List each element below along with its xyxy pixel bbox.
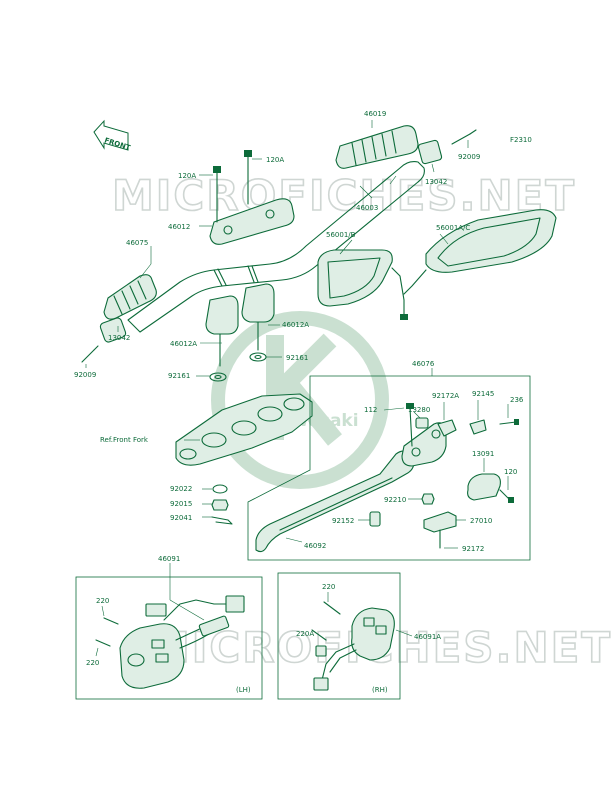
- cotter-pin-92041: [211, 516, 233, 525]
- label-220-rh: 220: [322, 583, 335, 591]
- label-120A-left: 120A: [178, 172, 196, 180]
- right-grip: [335, 125, 419, 169]
- bolt-120: [499, 489, 514, 503]
- label-92145: 92145: [472, 390, 494, 398]
- label-112: 112: [364, 406, 377, 414]
- bolt-92009-top: [451, 129, 477, 145]
- collar-92152: [369, 511, 381, 527]
- handlebar: [127, 161, 425, 333]
- washer-92022: [212, 484, 228, 494]
- front-arrow-icon: FRONT: [93, 119, 132, 152]
- watermark-top: MICROFICHES.NET: [112, 171, 576, 220]
- label-46076: 46076: [412, 360, 435, 368]
- label-92172: 92172: [462, 545, 484, 553]
- label-92161-left: 92161: [168, 372, 190, 380]
- label-46091: 46091: [158, 555, 180, 563]
- diagram-code: F2310: [510, 136, 532, 144]
- label-46012A-left: 46012A: [170, 340, 197, 348]
- label-13280: 13280: [408, 406, 430, 414]
- brake-switch-27010: [423, 511, 457, 549]
- nut-92015: [211, 499, 229, 511]
- label-220-lh-top: 220: [96, 597, 109, 605]
- label-92009-left: 92009: [74, 371, 96, 379]
- steering-stem-head: [175, 393, 313, 466]
- clamp-bolt-120A-left: [213, 166, 221, 223]
- rh-handlebar-switch: [313, 607, 395, 691]
- label-56001AC: 56001A/C: [436, 224, 470, 232]
- label-92015: 92015: [170, 500, 192, 508]
- label-lh: (LH): [236, 686, 251, 694]
- right-lever-assembly-box: [247, 375, 531, 561]
- left-grip: [103, 274, 157, 320]
- label-120A-right: 120A: [266, 156, 284, 164]
- mirror-right: [403, 209, 557, 295]
- label-13042-top: 13042: [425, 178, 447, 186]
- label-220-lh-bottom: 220: [86, 659, 99, 667]
- label-120: 120: [504, 468, 517, 476]
- pivot-bushing-13280: [415, 417, 429, 429]
- handlebar-upper-clamp: [209, 198, 295, 245]
- label-92022: 92022: [170, 485, 192, 493]
- label-46019: 46019: [364, 110, 386, 118]
- label-46092: 46092: [304, 542, 326, 550]
- lh-screw-220-b: [95, 639, 111, 647]
- master-cylinder-bracket: [401, 422, 447, 467]
- bolt-112: [406, 403, 414, 447]
- label-46003: 46003: [356, 204, 378, 212]
- bolt-92009-left: [81, 345, 99, 363]
- label-92009-top: 92009: [458, 153, 480, 161]
- label-220A: 220A: [296, 630, 314, 638]
- clamp-bolt-120A-right: [244, 150, 252, 205]
- label-92210: 92210: [384, 496, 406, 504]
- label-ref-front-fork: Ref.Front Fork: [100, 436, 149, 444]
- label-rh: (RH): [372, 686, 388, 694]
- label-13091: 13091: [472, 450, 494, 458]
- mirror-left: [317, 249, 408, 320]
- washer-92161-right: [249, 352, 267, 362]
- label-92041: 92041: [170, 514, 192, 522]
- label-92172A: 92172A: [432, 392, 459, 400]
- washer-92161-left: [209, 372, 227, 382]
- label-46012A-right: 46012A: [282, 321, 309, 329]
- lh-handlebar-switch: [119, 595, 245, 689]
- bar-end-weight-left: [99, 317, 127, 343]
- bar-end-weight-right: [417, 139, 443, 165]
- rh-screw-220A: [311, 629, 327, 641]
- label-46091A: 46091A: [414, 633, 441, 641]
- rh-switch-box: [277, 572, 401, 700]
- label-46075: 46075: [126, 239, 148, 247]
- handlebar-holder-left: [205, 295, 239, 367]
- bolt-236: [499, 419, 519, 425]
- handlebar-holder-right: [241, 283, 275, 351]
- label-13042-left: 13042: [108, 334, 130, 342]
- rh-screw-220: [323, 601, 341, 615]
- holder-13091: [467, 473, 501, 501]
- nut-92210: [421, 493, 435, 505]
- front-brake-lever: [255, 450, 415, 553]
- lh-switch-box: [75, 576, 263, 700]
- label-46012: 46012: [168, 223, 190, 231]
- spring-92145: [469, 419, 487, 435]
- label-236: 236: [510, 396, 524, 404]
- label-27010: 27010: [470, 517, 492, 525]
- label-92161-right: 92161: [286, 354, 308, 362]
- lh-screw-220-a: [103, 617, 119, 625]
- screw-92172A: [437, 419, 457, 437]
- label-56001B: 56001/B: [326, 231, 356, 239]
- label-92152: 92152: [332, 517, 354, 525]
